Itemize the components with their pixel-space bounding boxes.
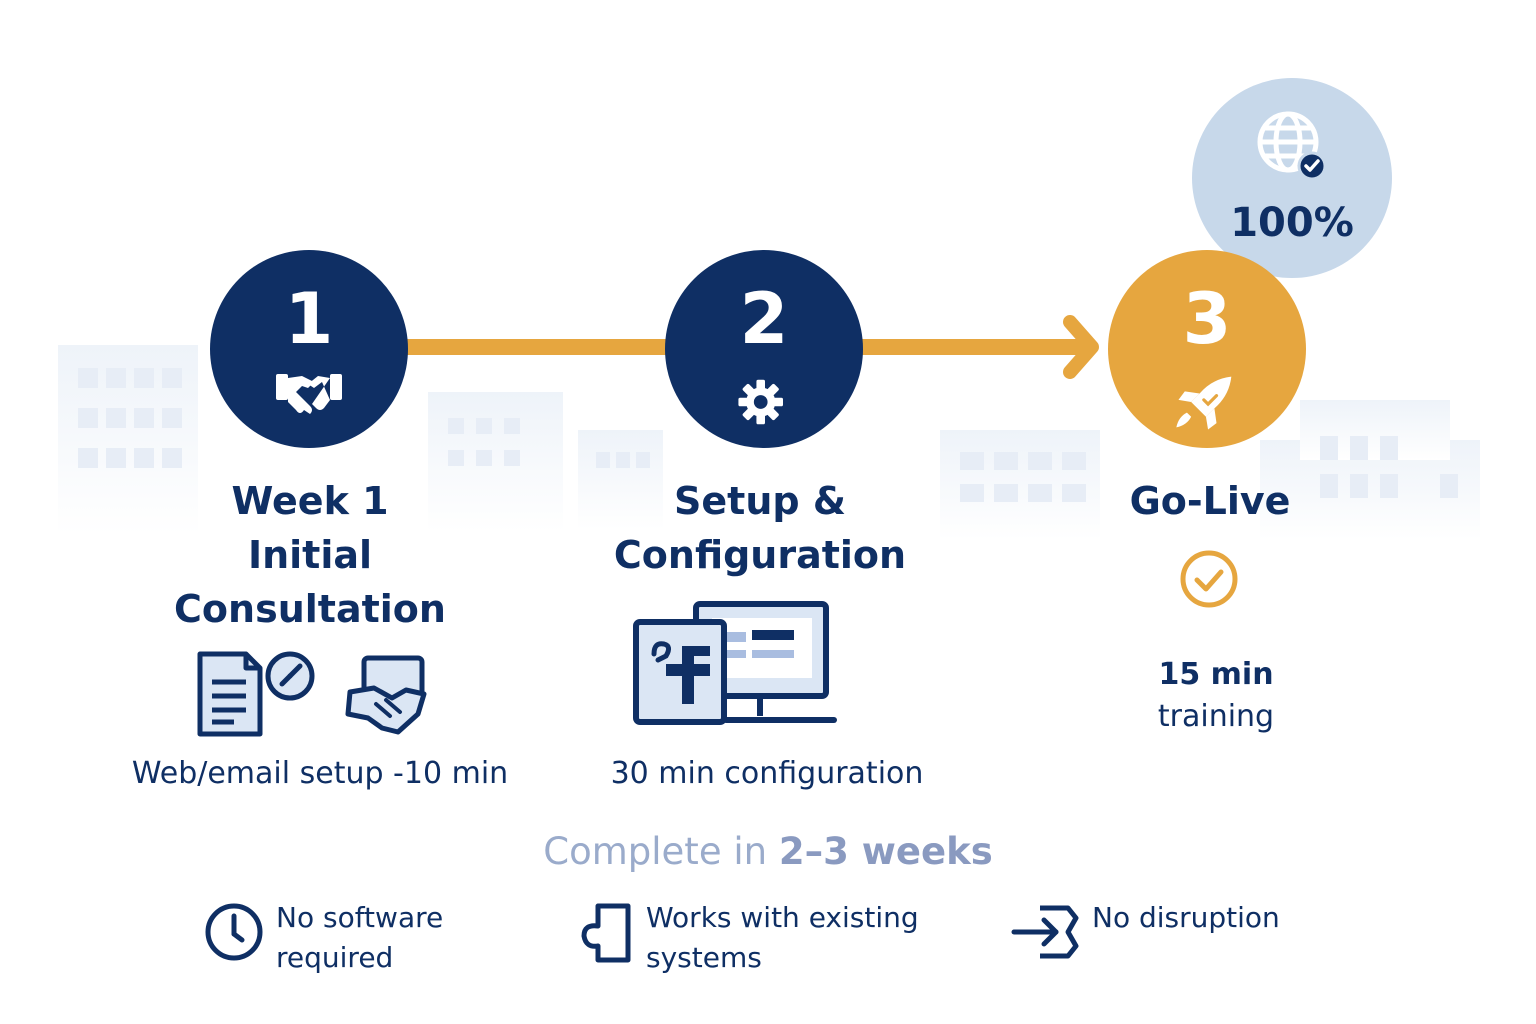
badge-value: 100%: [1230, 200, 1354, 246]
feature-line: required: [276, 941, 394, 974]
check-circle-icon: [1180, 550, 1238, 608]
summary-prefix: Complete in: [543, 830, 779, 873]
summary-emphasis: 2–3 weeks: [778, 830, 993, 873]
step-3-number: 3: [1182, 278, 1232, 360]
monitor-configuration-illustration: [633, 601, 837, 725]
step-2-circle: 2: [665, 250, 863, 448]
form-card-icon: [633, 619, 727, 725]
step-2-number: 2: [739, 278, 789, 360]
step-3-caption: 15 min training: [1066, 654, 1366, 738]
feature-text: No software required: [276, 898, 443, 978]
clock-small-icon: [265, 651, 315, 701]
globe-check-icon: [1257, 111, 1327, 181]
feature-line: No software: [276, 901, 444, 934]
handshake-outline-icon: [345, 655, 427, 735]
step-2-title: Setup & Configuration: [570, 474, 950, 582]
document-icon: [197, 651, 263, 737]
step-2-title-line: Configuration: [613, 533, 907, 577]
arrow-in-icon: [1011, 905, 1079, 959]
step-3-circle: 3: [1108, 250, 1306, 448]
arrow-head-icon: [1063, 315, 1099, 379]
background-skyline: [58, 345, 1480, 540]
step-1-circle: 1: [210, 250, 408, 448]
monitor-icon: [693, 601, 837, 723]
step-1-title-line: Consultation: [174, 587, 446, 631]
step-1-title-line: Week 1: [231, 479, 389, 523]
step-3-caption-activity: training: [1157, 699, 1275, 734]
rocket-icon: [1176, 376, 1232, 430]
step-1-title-line: Initial: [247, 533, 373, 577]
step-1-caption: Web/email setup -10 min: [131, 756, 509, 791]
completion-summary: Complete in 2–3 weeks: [0, 830, 1536, 873]
step-2-caption: 30 min configuration: [610, 756, 924, 791]
step-1-number: 1: [284, 278, 334, 360]
step-1-title: Week 1 Initial Consultation: [120, 474, 500, 636]
handshake-icon: [276, 374, 342, 414]
step-3-title-line: Go-Live: [1129, 479, 1291, 523]
puzzle-icon: [581, 903, 631, 963]
feature-text: Works with existing systems: [646, 898, 919, 978]
document-clock-handshake-illustration: [197, 651, 427, 737]
step-3-caption-duration: 15 min: [1158, 657, 1274, 692]
feature-line: systems: [646, 941, 762, 974]
clock-icon: [205, 903, 263, 961]
completion-badge: 100%: [1192, 78, 1392, 278]
feature-line: Works with existing: [646, 901, 919, 934]
step-2-title-line: Setup &: [674, 479, 846, 523]
feature-text: No disruption: [1092, 898, 1280, 938]
feature-line: No disruption: [1092, 901, 1280, 934]
step-3-title: Go-Live: [1020, 474, 1400, 528]
gear-icon: [738, 379, 783, 425]
